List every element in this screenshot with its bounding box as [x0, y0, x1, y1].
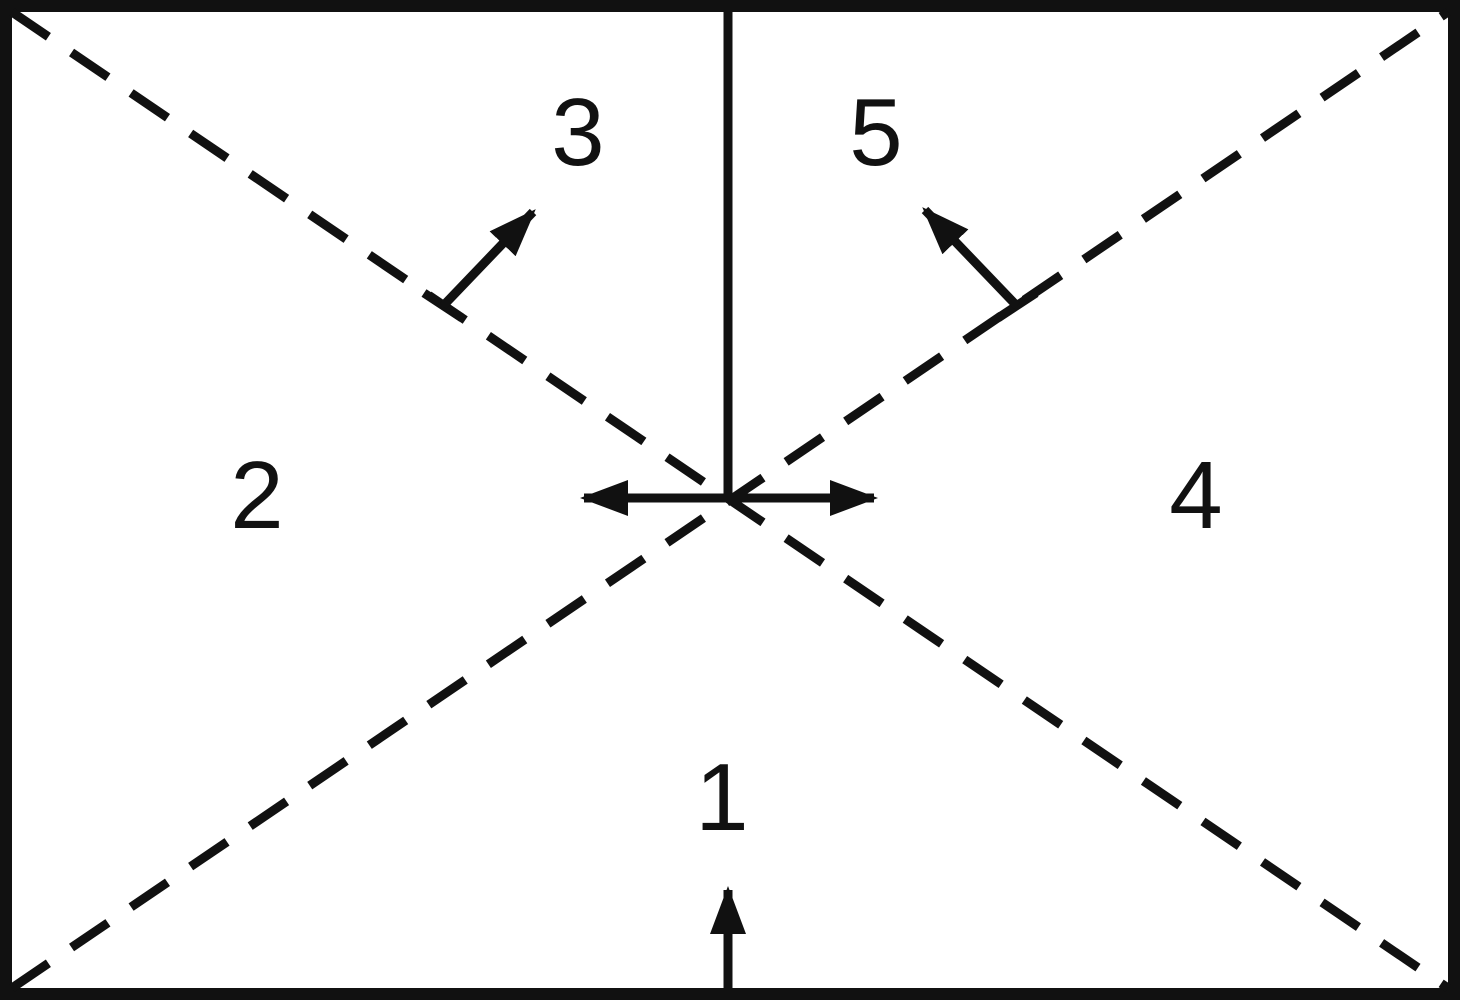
arrow-toward-region-5 [921, 206, 1021, 310]
region-label-1: 1 [695, 744, 748, 851]
region-label-4: 4 [1169, 442, 1222, 549]
arrow-toward-region-3 [439, 208, 537, 310]
region-label-5: 5 [849, 79, 902, 186]
region-label-2: 2 [230, 442, 283, 549]
region-label-3: 3 [551, 79, 604, 186]
